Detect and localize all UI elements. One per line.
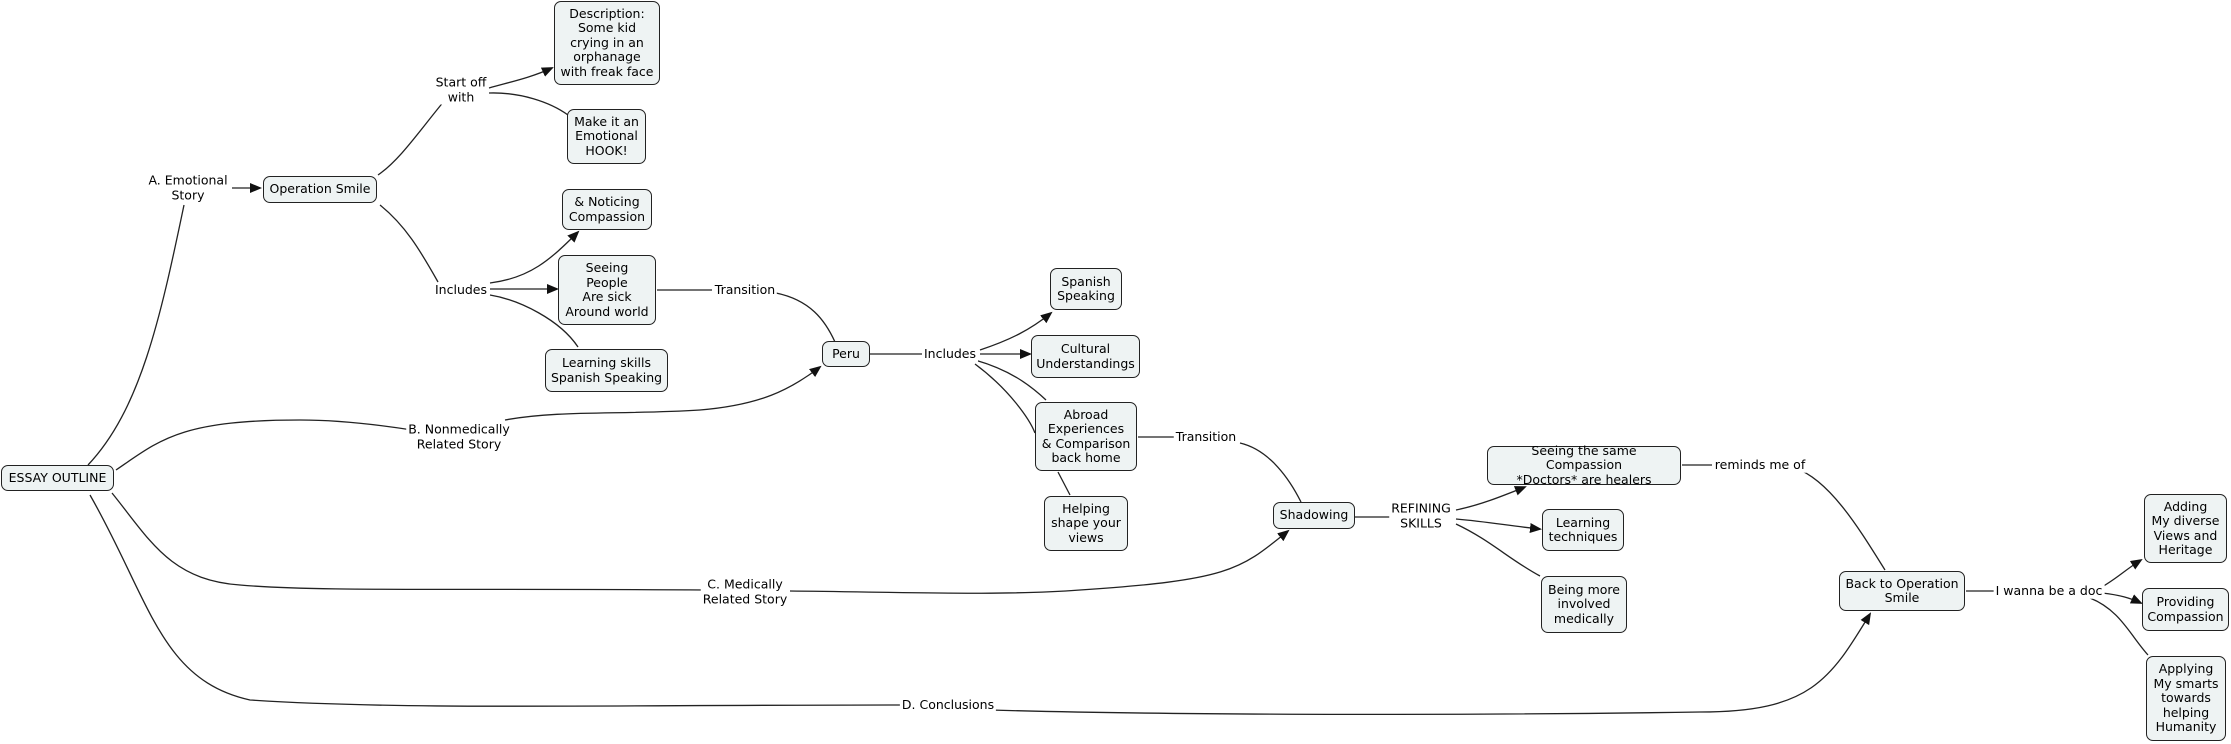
edge-start-desc	[488, 67, 554, 89]
label-a-emotional-story: A. Emotional Story	[146, 172, 230, 203]
label-refining-skills: REFINING SKILLS	[1389, 500, 1453, 531]
edge-start-hook	[488, 92, 569, 116]
edge-b-peru	[504, 365, 822, 421]
node-providing-compassion[interactable]: Providing Compassion	[2142, 588, 2229, 631]
node-learning-techniques[interactable]: Learning techniques	[1542, 509, 1624, 551]
label-reminds-me-of: reminds me of	[1712, 456, 1808, 473]
label-d-conclusions: D. Conclusions	[899, 696, 997, 713]
edge-ref-learning	[1455, 518, 1542, 533]
edge-inc-abroad-b	[974, 363, 1036, 434]
node-helping-shape[interactable]: Helping shape your views	[1044, 496, 1128, 551]
node-shadowing[interactable]: Shadowing	[1273, 502, 1355, 529]
node-adding-views[interactable]: Adding My diverse Views and Heritage	[2144, 494, 2227, 563]
node-seeing-people[interactable]: Seeing People Are sick Around world	[558, 255, 656, 325]
node-essay-outline[interactable]: ESSAY OUTLINE	[1, 465, 114, 491]
edge-outline-c	[111, 492, 706, 591]
edge-ref-involved	[1455, 523, 1541, 577]
node-seeing-same-compassion[interactable]: Seeing the same Compassion *Doctors* are…	[1487, 443, 1681, 487]
edge-wanna-adding	[2099, 558, 2143, 589]
edge-reminds-back	[1794, 467, 1886, 571]
label-transition-1: Transition	[712, 281, 778, 298]
edge-d-back	[989, 612, 1872, 716]
label-transition-2: Transition	[1173, 428, 1239, 445]
node-back-to-operation-smile[interactable]: Back to Operation Smile	[1839, 571, 1965, 611]
edge-outline-b	[115, 419, 413, 471]
node-learning-skills[interactable]: Learning skills Spanish Speaking	[545, 349, 668, 392]
node-operation-smile[interactable]: Operation Smile	[263, 176, 377, 203]
edge-inc-learning	[489, 294, 579, 348]
label-start-off-with: Start off with	[433, 74, 489, 105]
edge-outline-d	[89, 494, 906, 707]
edge-wanna-providing	[2101, 592, 2143, 604]
edge-transition-peru	[775, 292, 836, 343]
edge-transition-shadowing	[1239, 442, 1302, 503]
node-emotional-hook[interactable]: Make it an Emotional HOOK!	[567, 109, 646, 164]
node-abroad-experiences[interactable]: Abroad Experiences & Comparison back hom…	[1035, 402, 1137, 471]
edge-ref-seeing	[1455, 486, 1527, 511]
node-spanish-speaking[interactable]: Spanish Speaking	[1050, 268, 1122, 310]
label-wanna-be-doc: I wanna be a doc	[1993, 582, 2105, 599]
edge-outline-a	[87, 204, 185, 466]
edge-inc-abroad-a	[974, 359, 1047, 401]
node-cultural-understandings[interactable]: Cultural Understandings	[1031, 335, 1140, 378]
edge-inc-spanish	[979, 311, 1053, 351]
edge-os-start	[377, 99, 446, 176]
node-peru[interactable]: Peru	[822, 341, 870, 367]
node-more-involved[interactable]: Being more involved medically	[1541, 576, 1627, 633]
node-applying-smarts[interactable]: Applying My smarts towards helping Human…	[2146, 656, 2226, 741]
label-includes-2: Includes	[921, 345, 979, 362]
edge-abroad-helping	[1057, 471, 1071, 496]
node-description[interactable]: Description: Some kid crying in an orpha…	[554, 1, 660, 85]
node-noticing-compassion[interactable]: & Noticing Compassion	[562, 189, 652, 230]
edge-wanna-applying	[2089, 597, 2149, 656]
edge-os-includes	[379, 204, 439, 283]
edge-c-shadowing	[789, 529, 1290, 594]
label-c-medically: C. Medically Related Story	[700, 576, 790, 607]
label-b-nonmedically: B. Nonmedically Related Story	[406, 421, 512, 452]
edge-inc-noticing	[489, 230, 580, 284]
label-includes-1: Includes	[432, 281, 490, 298]
